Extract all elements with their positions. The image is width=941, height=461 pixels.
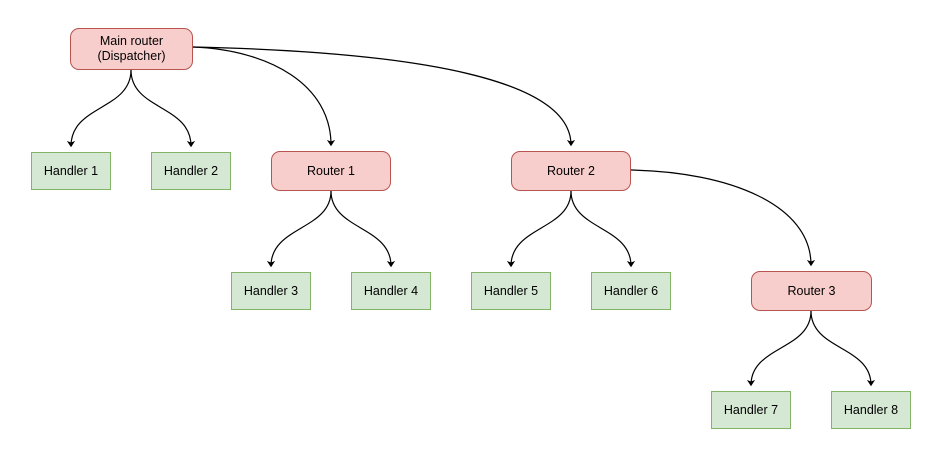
edges-group [66, 46, 876, 387]
node-handler-2[interactable]: Handler 2 [151, 152, 231, 190]
node-router-3[interactable]: Router 3 [751, 271, 872, 311]
node-router-2[interactable]: Router 2 [511, 151, 631, 191]
node-router-1[interactable]: Router 1 [271, 151, 391, 191]
edge-main-router-to-router-2 [192, 46, 576, 147]
node-main-router[interactable]: Main router (Dispatcher) [70, 28, 193, 70]
node-label-router-2: Router 2 [547, 163, 595, 178]
node-label-handler-3: Handler 3 [243, 283, 299, 298]
node-label-handler-4: Handler 4 [363, 283, 419, 298]
edge-main-router-to-handler-1 [66, 69, 132, 148]
edge-router-2-to-router-3 [630, 169, 816, 267]
node-label-main-router: Main router (Dispatcher) [97, 34, 166, 63]
node-label-handler-2: Handler 2 [163, 163, 219, 178]
node-label-handler-5: Handler 5 [483, 283, 539, 298]
node-label-handler-7: Handler 7 [723, 402, 779, 417]
edge-router-2-to-handler-6 [570, 190, 636, 268]
edge-router-2-to-handler-5 [506, 190, 572, 268]
node-handler-1[interactable]: Handler 1 [31, 152, 111, 190]
edge-router-3-to-handler-8 [810, 310, 876, 387]
node-label-router-3: Router 3 [787, 283, 836, 298]
node-handler-7[interactable]: Handler 7 [711, 391, 791, 429]
node-label-handler-8: Handler 8 [843, 402, 899, 417]
edge-router-1-to-handler-4 [330, 190, 396, 268]
node-label-router-1: Router 1 [307, 163, 355, 178]
edge-router-1-to-handler-3 [266, 190, 332, 268]
edge-main-router-to-router-1 [192, 46, 336, 147]
node-handler-4[interactable]: Handler 4 [351, 272, 431, 310]
node-handler-6[interactable]: Handler 6 [591, 272, 671, 310]
edge-router-3-to-handler-7 [746, 310, 812, 387]
edge-main-router-to-handler-2 [130, 69, 196, 148]
node-handler-3[interactable]: Handler 3 [231, 272, 311, 310]
node-handler-5[interactable]: Handler 5 [471, 272, 551, 310]
node-label-handler-1: Handler 1 [43, 163, 99, 178]
node-handler-8[interactable]: Handler 8 [831, 391, 911, 429]
node-label-handler-6: Handler 6 [603, 283, 659, 298]
